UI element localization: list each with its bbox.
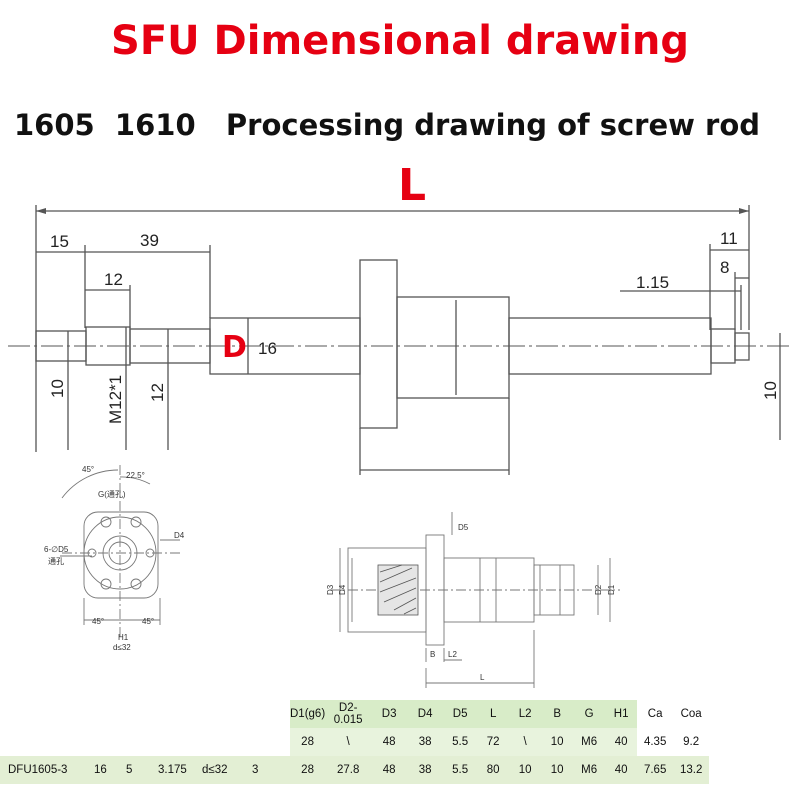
model-name: DFU1605-3 xyxy=(8,764,68,776)
dim-8: 8 xyxy=(720,258,729,277)
header-g: G xyxy=(573,700,606,728)
d-limit: d≤32 xyxy=(202,764,228,776)
nut-l-label: L xyxy=(480,673,485,682)
nut-d3-label: D3 xyxy=(326,584,335,595)
nut-l2-label: L2 xyxy=(448,650,457,659)
row2-b: 10 xyxy=(541,756,574,784)
nut-b-label: B xyxy=(430,650,435,659)
dim-39: 39 xyxy=(140,231,159,250)
header-ca: Ca xyxy=(647,708,663,720)
angle-45-top: 45° xyxy=(82,465,94,474)
table-row: DFU1605-3 16 5 3.175 d≤32 3 28 27.8 48 38 5.5… xyxy=(0,756,710,784)
row2-g: M6 xyxy=(573,756,606,784)
angle-45-bottom-left: 45° xyxy=(92,617,104,626)
nut-d2-label: D2 xyxy=(594,584,603,595)
header-h1: H1 xyxy=(605,700,638,728)
header-d3: D3 xyxy=(371,700,408,728)
row1-l: 72 xyxy=(477,728,510,756)
row2-h1: 40 xyxy=(605,756,638,784)
length-label-L: L xyxy=(398,160,427,211)
row2-d4: 38 xyxy=(407,756,444,784)
row2-l: 80 xyxy=(477,756,510,784)
nominal-diameter: 16 xyxy=(94,764,107,776)
row1-g: M6 xyxy=(573,728,606,756)
dim-12-vert: 12 xyxy=(148,383,167,402)
circuits: 3 xyxy=(252,764,259,776)
angle-45-bottom-right: 45° xyxy=(142,617,154,626)
angle-22-5: 22.5° xyxy=(126,471,145,480)
row2-l2: 10 xyxy=(509,756,542,784)
header-l: L xyxy=(477,700,510,728)
lead: 5 xyxy=(126,764,133,776)
table-header-row: D1(g6) D2-0.015 D3 D4 D5 L L2 B G H1 Ca … xyxy=(0,700,709,728)
header-l2: L2 xyxy=(509,700,542,728)
dim-11: 11 xyxy=(720,229,738,248)
dim-16: 16 xyxy=(258,339,277,358)
through-hole-label: 通孔 xyxy=(48,556,64,566)
diameter-label-D: D xyxy=(222,330,247,365)
row2-d2: 27.8 xyxy=(325,756,372,784)
nut-d5-label: D5 xyxy=(458,523,469,532)
d-le-32-label: d≤32 xyxy=(113,643,131,652)
d5-holes-label: 6-∅D5 xyxy=(44,545,69,554)
nut-d4-label: D4 xyxy=(338,584,347,595)
dim-12-top: 12 xyxy=(104,270,123,289)
header-d2: D2-0.015 xyxy=(325,700,372,728)
g-hole-label: G(通孔) xyxy=(98,489,126,499)
page-subtitle: 1605 1610 Processing drawing of screw ro… xyxy=(14,108,760,142)
row1-ca: 4.35 xyxy=(643,736,667,748)
row1-h1: 40 xyxy=(605,728,638,756)
row2-ca: 7.65 xyxy=(637,756,674,784)
row1-d2: \ xyxy=(325,728,372,756)
dim-m12: M12*1 xyxy=(106,375,125,424)
row1-d3: 48 xyxy=(371,728,408,756)
row1-b: 10 xyxy=(541,728,574,756)
dim-15: 15 xyxy=(50,232,69,251)
d4-label: D4 xyxy=(174,531,185,540)
row2-coa: 13.2 xyxy=(673,756,710,784)
header-d5: D5 xyxy=(443,700,478,728)
row2-d3: 48 xyxy=(371,756,408,784)
header-coa: Coa xyxy=(680,708,702,720)
row1-coa: 9.2 xyxy=(683,736,700,748)
ball-diameter: 3.175 xyxy=(158,764,187,776)
spec-table: D1(g6) D2-0.015 D3 D4 D5 L L2 B G H1 Ca … xyxy=(0,700,710,784)
row1-l2: \ xyxy=(509,728,542,756)
dim-10-left: 10 xyxy=(48,379,67,398)
header-d1: D1(g6) xyxy=(290,700,326,728)
table-row: 28 \ 48 38 5.5 72 \ 10 M6 40 4.35 9.2 xyxy=(0,728,709,756)
header-d4: D4 xyxy=(407,700,444,728)
header-b: B xyxy=(541,700,574,728)
row1-d1: 28 xyxy=(290,728,326,756)
dim-1-15: 1.15 xyxy=(636,273,669,292)
row2-d1: 28 xyxy=(290,756,326,784)
page-title: SFU Dimensional drawing xyxy=(111,18,689,64)
row2-d5: 5.5 xyxy=(443,756,478,784)
dim-10-right: 10 xyxy=(761,381,780,400)
nut-d1-label: D1 xyxy=(607,584,616,595)
row1-d5: 5.5 xyxy=(443,728,478,756)
row1-d4: 38 xyxy=(407,728,444,756)
h1-label: H1 xyxy=(118,633,129,642)
